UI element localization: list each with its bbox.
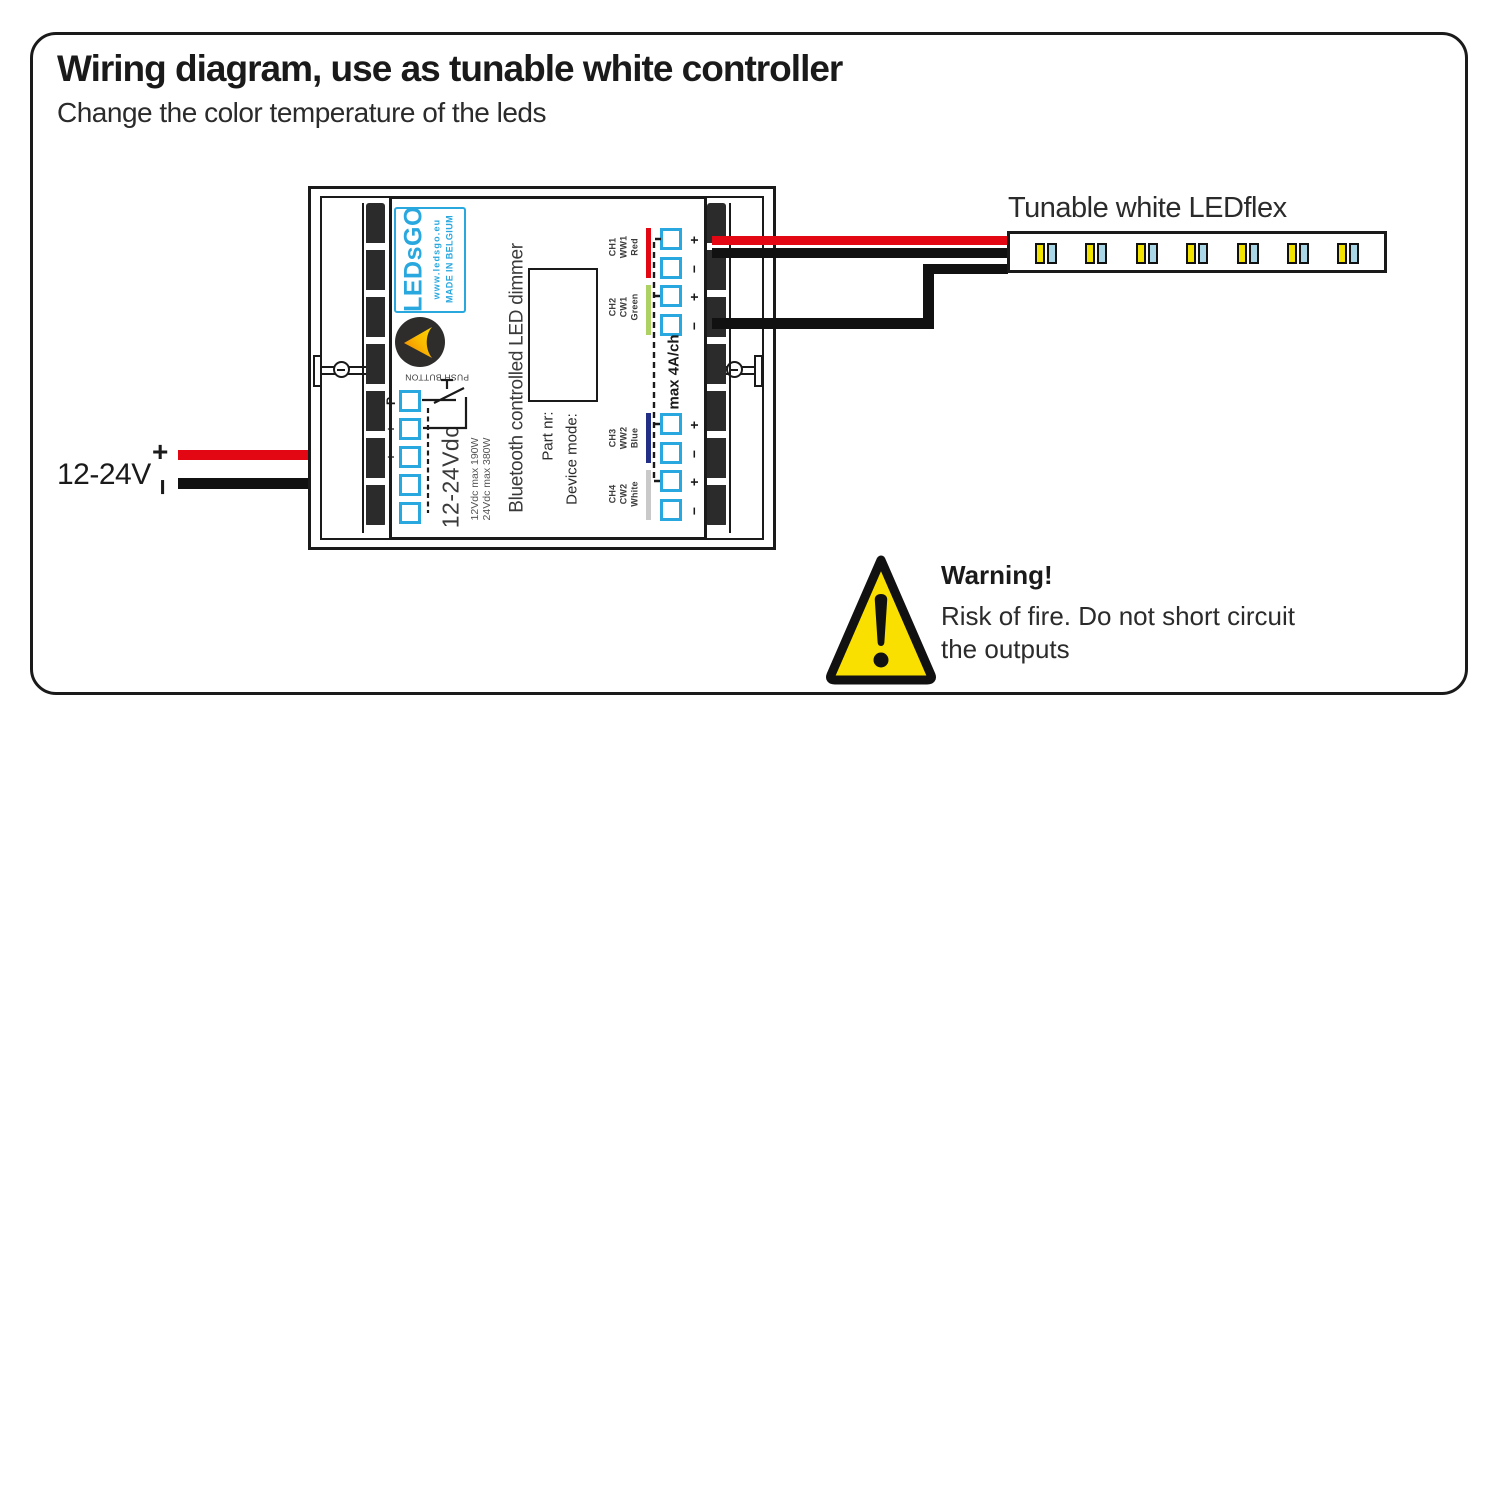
brand-logo-box (394, 207, 466, 313)
input-terminal-minus2 (399, 502, 421, 524)
led-module (1186, 243, 1209, 264)
arrow-logo-icon (404, 327, 432, 358)
warm-white-led (1135, 243, 1146, 264)
cool-white-led (1349, 243, 1360, 264)
output-wire-ch1-plus (712, 236, 1008, 245)
channel-color-bar (646, 413, 651, 463)
output-wire-ch2-minus-h2 (930, 264, 1008, 274)
brand-logo-icon (395, 317, 445, 367)
channel-color-bar (646, 228, 651, 278)
part-number-box (528, 268, 598, 402)
led-module (1085, 243, 1108, 264)
warm-white-led (1035, 243, 1045, 264)
output-wire-ch2-minus-h (712, 318, 934, 329)
mounting-screw-left (333, 361, 350, 378)
power-plus-label: + (152, 436, 169, 467)
led-module (1337, 243, 1360, 264)
output-terminal-ch2-minus (660, 314, 682, 336)
input-terminal-plus1 (399, 418, 421, 440)
input-terminal-plus2 (399, 446, 421, 468)
warning-exclamation-dot (873, 652, 889, 668)
output-wire-ch2-minus-v (923, 264, 934, 329)
warning-exclamation-bar (874, 594, 888, 646)
warning-title: Warning! (941, 560, 1053, 590)
led-module (1135, 243, 1158, 264)
input-terminal-minus1 (399, 474, 421, 496)
input-terminal-p (399, 390, 421, 412)
mounting-bracket-left (313, 355, 322, 387)
warning-triangle-icon (826, 555, 936, 685)
channel-color-bar (646, 285, 651, 335)
warm-white-led (1287, 243, 1297, 264)
cool-white-led (1047, 243, 1057, 264)
push-button-circuit (422, 378, 468, 430)
warm-white-led (1236, 243, 1247, 264)
cool-white-led (1147, 243, 1158, 264)
warm-white-led (1337, 243, 1348, 264)
warning-text-block: Warning! Risk of fire. Do not short circ… (941, 560, 1295, 666)
led-module (1287, 243, 1309, 264)
input-wire-positive (178, 450, 374, 460)
led-module (1236, 243, 1259, 264)
cool-white-led (1097, 243, 1108, 264)
channel-color-bar (646, 470, 651, 520)
terminal-comb-right (707, 203, 726, 527)
diagram-frame (30, 32, 1468, 695)
warm-white-led (1186, 243, 1197, 264)
schematic-lines (422, 237, 661, 513)
page-subtitle: Change the color temperature of the leds (57, 97, 546, 128)
led-module (1035, 243, 1057, 264)
led-strip-title: Tunable white LEDflex (1008, 192, 1287, 224)
output-terminal-ch4-minus (660, 499, 682, 521)
mounting-bracket-right (754, 355, 763, 387)
warning-line2: the outputs (941, 634, 1070, 664)
output-terminal-ch2-plus (660, 285, 682, 307)
warning-line1: Risk of fire. Do not short circuit (941, 601, 1295, 631)
output-plus-bus-dashed (652, 237, 661, 483)
output-terminal-ch1-plus (660, 228, 682, 250)
cool-white-led (1248, 243, 1259, 264)
output-wire-ch1-minus (712, 248, 1008, 258)
output-terminal-ch3-plus (660, 413, 682, 435)
cool-white-led (1198, 243, 1209, 264)
terminal-rail-left (362, 203, 364, 533)
output-terminal-ch3-minus (660, 442, 682, 464)
terminal-rail-right (729, 203, 731, 533)
output-terminal-ch4-plus (660, 470, 682, 492)
terminal-comb-left (366, 203, 385, 527)
warm-white-led (1085, 243, 1096, 264)
page-title: Wiring diagram, use as tunable white con… (57, 48, 843, 89)
power-source-label: 12-24V (57, 458, 151, 491)
input-wire-negative (178, 478, 374, 489)
output-terminal-ch1-minus (660, 257, 682, 279)
cool-white-led (1299, 243, 1309, 264)
led-strip (1007, 231, 1387, 273)
